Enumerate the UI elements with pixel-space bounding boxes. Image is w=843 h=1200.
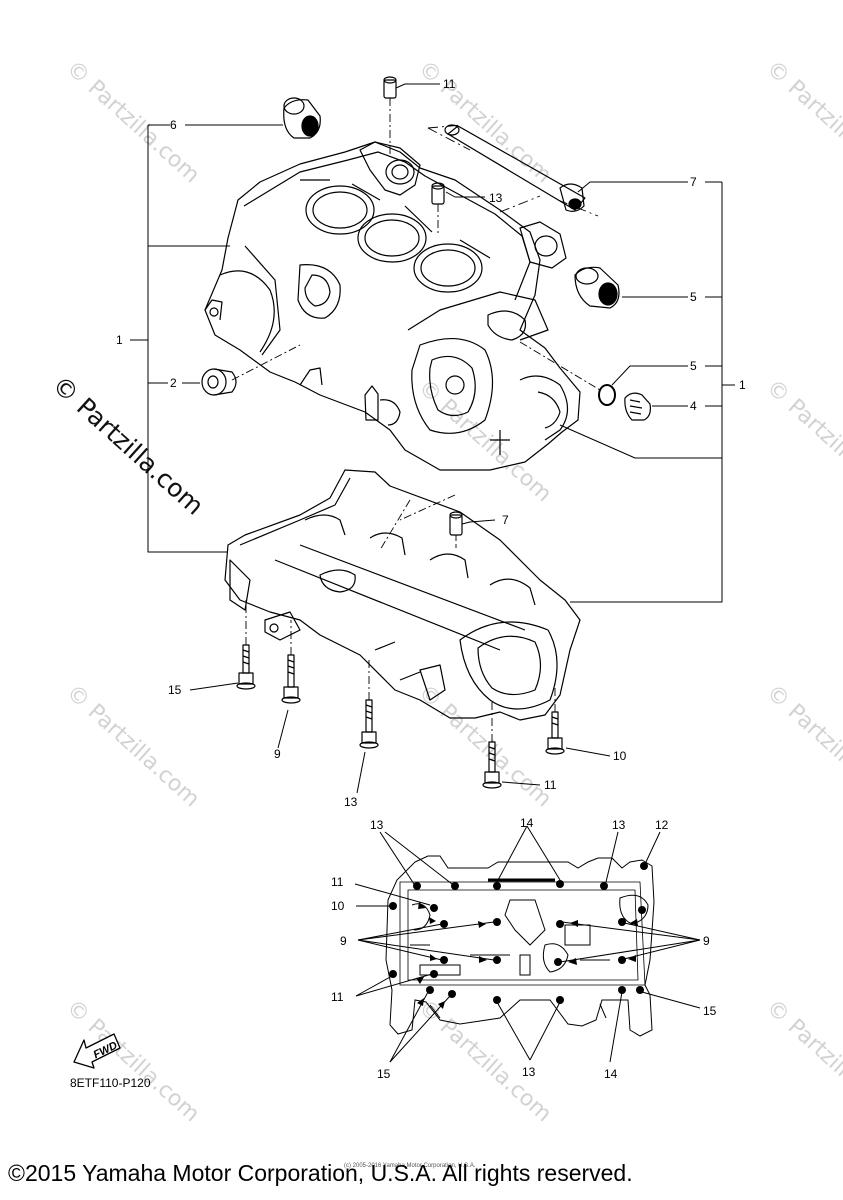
inset-callout-9: 9	[340, 934, 347, 948]
pin-6	[444, 124, 586, 212]
dowel-8-mid	[431, 182, 445, 205]
lower-crankcase	[224, 469, 581, 721]
bolt-9	[281, 654, 301, 704]
callout-2: 2	[170, 376, 177, 390]
inset-callout-15: 15	[703, 1004, 717, 1018]
inset-callout-9: 9	[703, 934, 710, 948]
inset-callout-10: 10	[331, 899, 345, 913]
callout-3: 4	[690, 399, 697, 413]
leader-lines	[130, 83, 735, 794]
callout-5: 5	[690, 290, 697, 304]
plug-3	[624, 392, 651, 421]
bolt-11	[482, 741, 502, 789]
mount-front	[359, 141, 421, 196]
callout-labels: 6 11 13 7 5 5 4 1 1 2 7 15 9 13 11 10 13…	[116, 77, 746, 1081]
bolt-10	[545, 711, 565, 755]
plug-2	[201, 368, 237, 396]
inset-callout-13: 13	[370, 818, 384, 832]
fwd-arrow-icon: FWD	[70, 1026, 126, 1075]
callout-5: 6	[170, 118, 177, 132]
mount-rear	[519, 221, 567, 269]
tiny-credit: (c) 2005-2016 Yamaha Motor Corporation, …	[344, 1163, 476, 1169]
bolt-pattern-inset	[354, 825, 701, 1063]
bushing-lower	[574, 266, 620, 309]
bolt-15	[236, 644, 256, 690]
dowel-8-top	[383, 76, 397, 99]
inset-callout-15: 15	[377, 1067, 391, 1081]
callout-13: 13	[344, 795, 358, 809]
copyright: ©2015 Yamaha Motor Corporation, U.S.A. A…	[8, 1160, 633, 1186]
inset-callout-12: 12	[655, 818, 669, 832]
callout-1: 1	[739, 378, 746, 392]
o-ring-4	[598, 384, 616, 406]
callout-6: 7	[690, 175, 697, 189]
callout-10: 10	[613, 749, 627, 763]
inset-callout-11: 11	[331, 990, 344, 1004]
upper-crankcase	[204, 141, 581, 471]
callout-4: 5	[690, 359, 697, 373]
callout-7: 7	[502, 513, 509, 527]
inset-callout-14: 14	[604, 1067, 618, 1081]
bushing-upper	[283, 97, 321, 139]
dowel-7	[449, 511, 463, 536]
callout-1: 1	[116, 333, 123, 347]
inset-callout-13: 13	[612, 818, 626, 832]
bolt-13	[359, 699, 379, 749]
inset-callout-11: 11	[331, 875, 344, 889]
callout-15: 15	[168, 683, 182, 697]
inset-callout-14: 14	[520, 816, 534, 830]
callout-8: 13	[489, 191, 503, 205]
callout-8: 11	[443, 77, 456, 91]
inset-callout-13: 13	[522, 1065, 536, 1079]
diagram-code: 8ETF110-P120	[70, 1076, 151, 1090]
callout-9: 9	[274, 747, 281, 761]
callout-11: 11	[544, 778, 557, 792]
